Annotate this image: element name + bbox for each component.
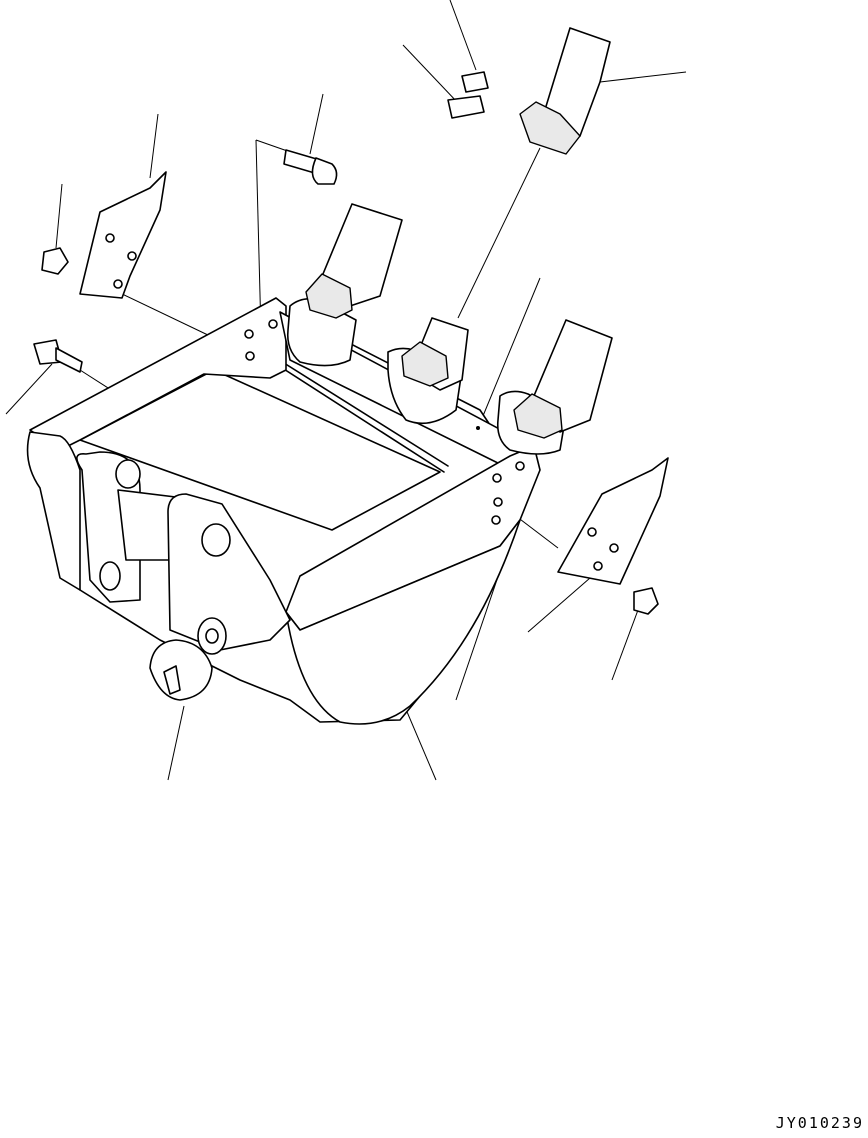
tooth xyxy=(305,203,613,439)
tooth-pin xyxy=(461,71,489,93)
bolt xyxy=(33,149,338,373)
tooth-exploded xyxy=(519,27,611,155)
marker-dot xyxy=(476,426,480,430)
drawing-code: JY010239 xyxy=(775,1114,864,1132)
lock-pin xyxy=(447,95,485,119)
nut xyxy=(41,247,659,615)
side-cutter xyxy=(79,171,669,585)
bucket-pin xyxy=(26,431,291,655)
lifting-eye xyxy=(149,639,213,701)
